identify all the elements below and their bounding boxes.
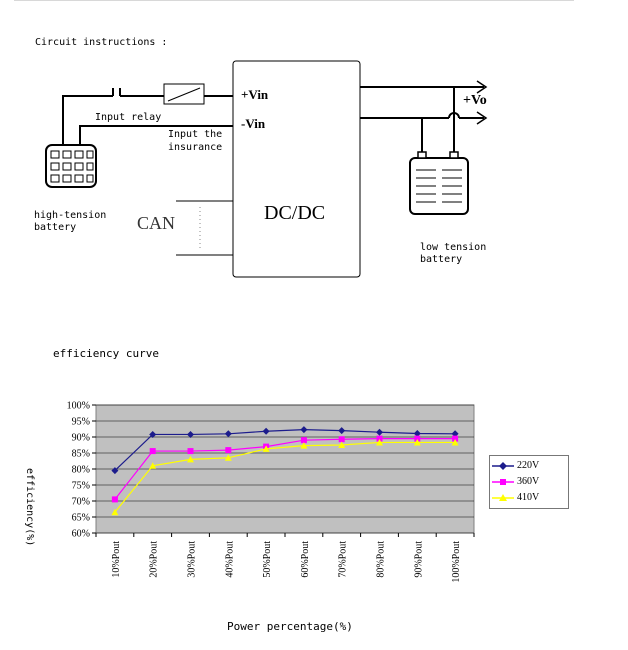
plus-vin-label: +Vin	[241, 87, 269, 102]
dcdc-label: DC/DC	[264, 202, 326, 224]
x-tick-label: 40%Pout	[224, 541, 235, 578]
hv-battery-label-line1: high-tension	[34, 210, 107, 221]
x-tick-label: 80%Pout	[376, 541, 387, 578]
data-point	[149, 430, 157, 438]
data-point	[376, 438, 383, 446]
data-point	[149, 448, 156, 455]
x-tick-label: 70%Pout	[338, 541, 349, 578]
data-point	[262, 445, 270, 452]
y-tick-label: 90%	[72, 433, 90, 444]
x-tick-label: 30%Pout	[187, 541, 198, 578]
legend-label-220v: 220V	[517, 460, 540, 471]
series-line-410v	[114, 441, 456, 513]
data-point	[111, 508, 119, 516]
arrow-negative-icon	[476, 111, 488, 125]
series-line-360v	[114, 438, 456, 500]
lv-battery-label-line1: low tension	[420, 242, 487, 253]
data-point	[300, 437, 307, 444]
legend-item-360v: 360V	[490, 475, 568, 489]
data-point	[225, 447, 232, 454]
data-point	[452, 435, 459, 442]
data-point	[413, 429, 421, 437]
arrow-positive-icon	[476, 80, 488, 94]
data-point	[376, 435, 383, 442]
x-tick-label: 100%Pout	[451, 541, 462, 583]
insurance-label-line1: Input the	[168, 129, 223, 140]
legend-label-410v: 410V	[517, 492, 540, 503]
data-point	[224, 454, 232, 461]
y-tick-label: 100%	[67, 401, 90, 412]
data-point	[338, 427, 346, 435]
data-point	[376, 428, 383, 436]
data-point	[300, 442, 308, 449]
data-point	[262, 427, 270, 435]
legend-item-220v: 220V	[490, 459, 568, 473]
y-tick-label: 85%	[72, 449, 90, 460]
data-point	[451, 438, 459, 446]
data-point	[111, 496, 118, 503]
y-tick-label: 60%	[72, 529, 90, 540]
chart-legend: 220V 360V 410V	[489, 455, 569, 509]
data-point	[224, 430, 232, 438]
x-tick-label: 90%Pout	[413, 541, 424, 578]
y-tick-label: 70%	[72, 497, 90, 508]
lv-battery-icon	[409, 157, 469, 215]
top-rule	[14, 0, 574, 1]
data-point	[187, 430, 194, 438]
dcdc-box	[232, 60, 361, 278]
data-point	[187, 448, 194, 455]
y-axis-title: efficiency(%)	[24, 468, 35, 547]
x-axis-title: Power percentage(%)	[227, 620, 353, 633]
data-point	[187, 455, 194, 463]
hv-battery-label-line2: battery	[34, 222, 77, 233]
minus-vin-label: -Vin	[241, 116, 266, 131]
data-point	[338, 441, 346, 448]
x-tick-label: 50%Pout	[262, 541, 273, 578]
x-tick-label: 20%Pout	[149, 541, 160, 578]
x-tick-label: 10%Pout	[111, 541, 122, 578]
data-point	[451, 430, 459, 438]
data-point	[149, 462, 157, 469]
y-tick-label: 80%	[72, 465, 90, 476]
y-tick-label: 65%	[72, 513, 90, 524]
data-point	[414, 435, 421, 442]
legend-item-410v: 410V	[490, 491, 568, 505]
data-point	[111, 467, 119, 475]
series-line-220v	[114, 429, 456, 472]
data-point	[338, 436, 345, 443]
circuit-heading: Circuit instructions :	[35, 37, 168, 48]
vo-label: +Vo	[463, 93, 487, 108]
x-tick-label: 60%Pout	[300, 541, 311, 578]
section-title: efficiency curve	[53, 347, 159, 360]
can-label: CAN	[137, 213, 176, 233]
legend-label-360v: 360V	[517, 476, 540, 487]
lv-battery-label-line2: battery	[420, 254, 463, 265]
y-tick-label: 95%	[72, 417, 90, 428]
circuit-diagram	[45, 60, 488, 278]
data-point	[413, 438, 421, 446]
input-relay-label: Input relay	[95, 112, 162, 123]
data-point	[300, 426, 308, 434]
insurance-label-line2: insurance	[168, 142, 223, 153]
y-tick-label: 75%	[72, 481, 90, 492]
